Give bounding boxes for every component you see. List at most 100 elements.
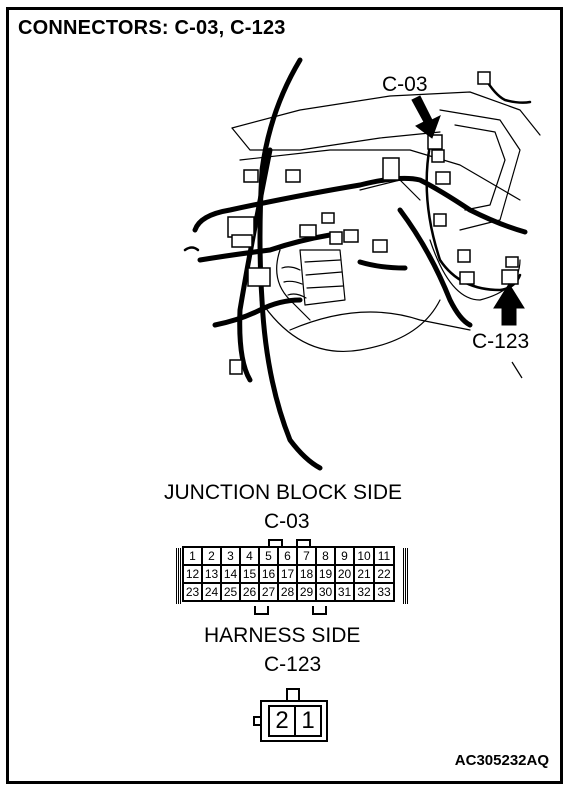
connector-c03-pin: 15: [239, 564, 260, 584]
harness-wire-branch: [197, 232, 333, 263]
connector-c123-diagram: 2 1: [253, 688, 332, 748]
connector-c03-pin: 29: [296, 582, 317, 602]
diagram-frame: [6, 7, 563, 784]
steering-area: [276, 249, 311, 321]
junction-block: [299, 249, 346, 306]
connector-c03-pin: 25: [220, 582, 241, 602]
connector-c03-tab-bottom: [254, 606, 269, 615]
connector-c03-pin: 8: [315, 546, 336, 566]
leader-line-c123: [511, 361, 523, 379]
harness-wire-main: [192, 175, 528, 235]
connector-c03-tab-top: [296, 539, 311, 547]
connector-c03-pin: 17: [277, 564, 298, 584]
connector-c123-lock: [286, 688, 300, 700]
connector-c123: [501, 269, 519, 285]
connector-c03-pin: 11: [373, 546, 395, 566]
connector-c03-tab-bottom: [312, 606, 327, 615]
connector-c03-pin: 24: [201, 582, 222, 602]
dash-outline-top: [231, 91, 541, 136]
connector-block-n: [459, 271, 475, 285]
connector-block-h: [343, 229, 359, 243]
connector-c03-pin: 32: [353, 582, 375, 602]
connector-c03-pin: 7: [296, 546, 317, 566]
connector-c03-pin: 1: [182, 546, 203, 566]
steering-detail: [281, 266, 307, 299]
connector-c03-pin: 28: [277, 582, 298, 602]
harness-wire-left: [237, 147, 273, 383]
connector-c03-pin: 23: [182, 582, 203, 602]
connector-c03-pin: 9: [334, 546, 355, 566]
connector-c03-pin: 27: [258, 582, 279, 602]
connector-c03: [427, 134, 443, 150]
connector-c03-pin: 2: [201, 546, 222, 566]
connector-c03-pin: 16: [258, 564, 279, 584]
connector-block-a: [227, 216, 255, 238]
wire-top-right: [483, 76, 532, 104]
connector-block-i: [372, 239, 388, 253]
connector-block-g: [329, 231, 343, 245]
page-title: CONNECTORS: C-03, C-123: [18, 17, 286, 39]
connector-c03-b: [431, 149, 445, 163]
console-outline: [439, 109, 521, 231]
connector-c123-side-tab: [253, 716, 260, 726]
connector-c03-pin: 30: [315, 582, 336, 602]
connector-block-j: [382, 157, 400, 181]
harness-connector-label: C-123: [264, 653, 322, 676]
connector-c03-pin: 33: [373, 582, 395, 602]
console-inner: [454, 124, 506, 211]
connector-c03-pin: 3: [220, 546, 241, 566]
connector-c03-tab-top: [268, 539, 283, 547]
connector-block-m: [457, 249, 471, 263]
connector-block-d: [243, 169, 259, 183]
connector-c03-pin: 13: [201, 564, 222, 584]
callout-c03: C-03: [382, 73, 428, 96]
connector-c03-pin: 5: [258, 546, 279, 566]
connector-c03-pin: 6: [277, 546, 298, 566]
figure-code: AC305232AQ: [454, 752, 549, 769]
connector-c03-pin: 21: [353, 564, 375, 584]
callout-c123: C-123: [472, 330, 530, 353]
connector-c03-pin: 19: [315, 564, 336, 584]
connector-c123-cavity: 2 1: [268, 705, 322, 737]
dash-panel: [239, 149, 521, 201]
harness-wire-vertical: [257, 57, 323, 471]
connector-c123-pin: 2: [270, 707, 296, 735]
connector-c03-shade-left: [176, 548, 182, 604]
connector-c123-housing: 2 1: [260, 700, 328, 742]
connector-block-l: [433, 213, 447, 227]
connector-block-a2: [231, 234, 253, 248]
connector-block-f: [321, 212, 335, 224]
junction-block-detail: [304, 259, 344, 289]
column-shroud: [259, 299, 441, 352]
harness-wire-lower: [212, 297, 303, 328]
connector-block-b: [247, 267, 271, 287]
connector-block-k: [435, 171, 451, 185]
connector-block-c: [285, 169, 301, 183]
connector-c03-pin: 12: [182, 564, 203, 584]
harness-side-heading: HARNESS SIDE: [204, 624, 361, 647]
connector-c03-pin: 20: [334, 564, 355, 584]
connector-block-e: [299, 224, 317, 238]
arrow-c03-icon: [411, 95, 441, 139]
connector-c123-pin: 1: [301, 707, 315, 734]
harness-wire-short: [357, 259, 408, 271]
connector-c03-pin: 14: [220, 564, 241, 584]
junction-side-heading: JUNCTION BLOCK SIDE: [164, 481, 403, 504]
connector-block-p: [229, 359, 243, 375]
arrow-c123-icon: [493, 283, 525, 326]
connector-c03-pin: 22: [373, 564, 395, 584]
connector-block-o: [505, 256, 519, 268]
dash-outline-mid: [231, 127, 441, 151]
dash-lower: [289, 311, 471, 331]
connector-c03-pin: 4: [239, 546, 260, 566]
connector-c03-pin: 26: [239, 582, 260, 602]
connector-block-q: [477, 71, 491, 85]
harness-wire-right: [397, 207, 473, 328]
connector-c03-shade-right: [403, 548, 409, 604]
